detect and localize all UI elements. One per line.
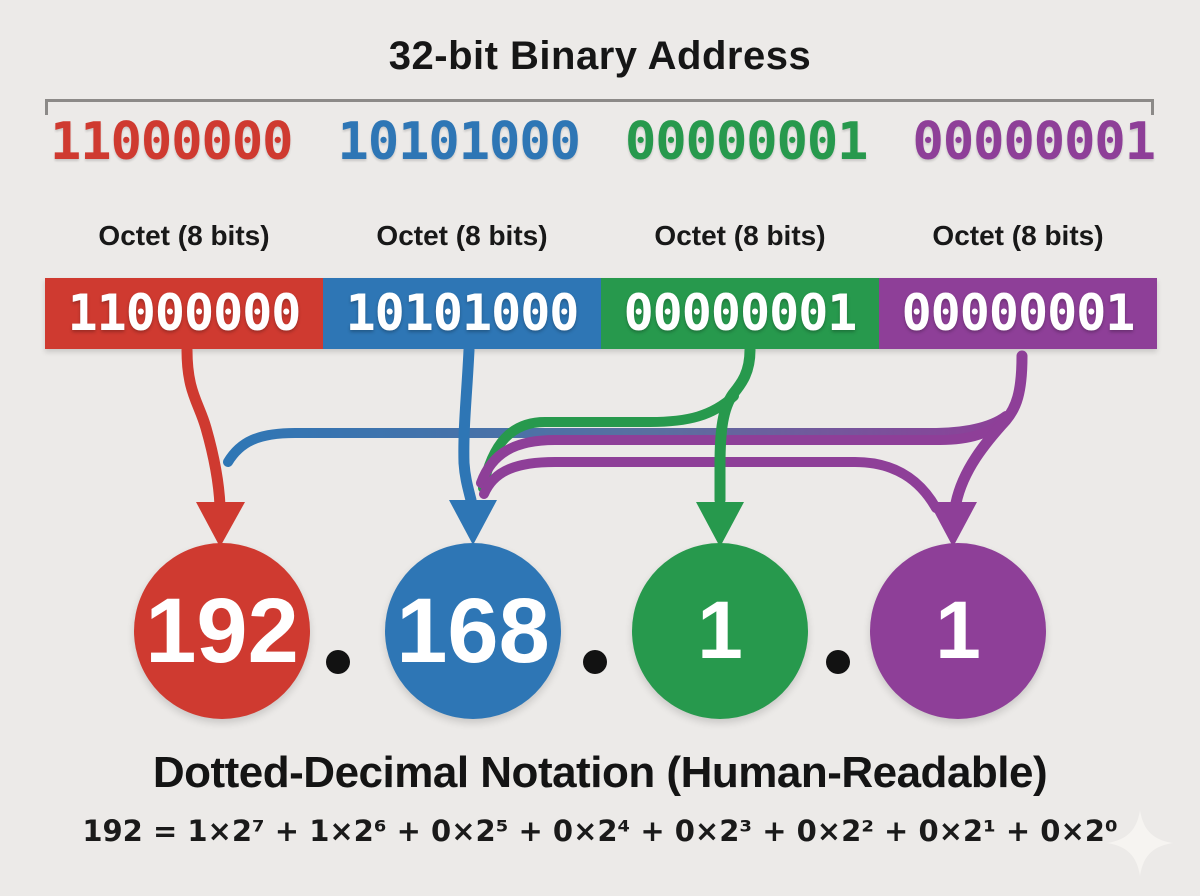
diagram-title: 32-bit Binary Address [388, 34, 812, 78]
octet-label-1: Octet (8 bits) [98, 220, 270, 251]
green-arrow-stem [714, 348, 756, 506]
octet-boxes-row: 11000000 10101000 00000001 00000001 [45, 278, 1157, 349]
red-arrow-stem [181, 348, 226, 512]
dot-separator-1 [326, 650, 350, 674]
octet-box-2: 10101000 [323, 278, 601, 349]
decimal-circle-4: 1 [870, 543, 1046, 719]
green-arrowhead [696, 502, 744, 547]
octet-label-2: Octet (8 bits) [376, 220, 548, 251]
octet-box-3: 00000001 [601, 278, 879, 349]
purple-arrow-stem [950, 350, 1028, 509]
purple-lower-strand [479, 457, 941, 513]
octet-box-1: 11000000 [45, 278, 323, 349]
caption: Dotted-Decimal Notation (Human-Readable) [152, 748, 1048, 797]
binary-expansion-formula: 192 = 1×2⁷ + 1×2⁶ + 0×2⁵ + 0×2⁴ + 0×2³ +… [82, 814, 1118, 848]
purple-arrowhead [929, 502, 977, 547]
conversion-arrows [181, 348, 1028, 547]
binary-octet-3: 00000001 [625, 112, 868, 172]
blue-arrowhead [449, 500, 497, 545]
octet-label-3: Octet (8 bits) [654, 220, 826, 251]
top-bracket [45, 99, 1154, 115]
dot-separator-3 [826, 650, 850, 674]
purple-upper-strand [476, 415, 1009, 488]
sparkle-icon [1107, 810, 1173, 876]
blue-arrow-stem [458, 348, 477, 506]
binary-octet-2: 10101000 [337, 112, 581, 172]
dot-separator-2 [583, 650, 607, 674]
decimal-circle-3: 1 [632, 543, 808, 719]
decimal-circle-1: 192 [134, 543, 310, 719]
red-arrowhead [196, 502, 245, 547]
octet-box-4: 00000001 [879, 278, 1157, 349]
octet-label-4: Octet (8 bits) [932, 220, 1104, 251]
blue-purple-cross-strand [223, 411, 1011, 467]
binary-octet-1: 11000000 [50, 112, 293, 172]
octet-labels-row: Octet (8 bits) Octet (8 bits) Octet (8 b… [45, 220, 1157, 252]
decimal-circle-2: 168 [385, 543, 561, 719]
binary-address-row: 11000000 10101000 00000001 00000001 [50, 106, 1156, 178]
binary-octet-4: 00000001 [912, 112, 1156, 172]
